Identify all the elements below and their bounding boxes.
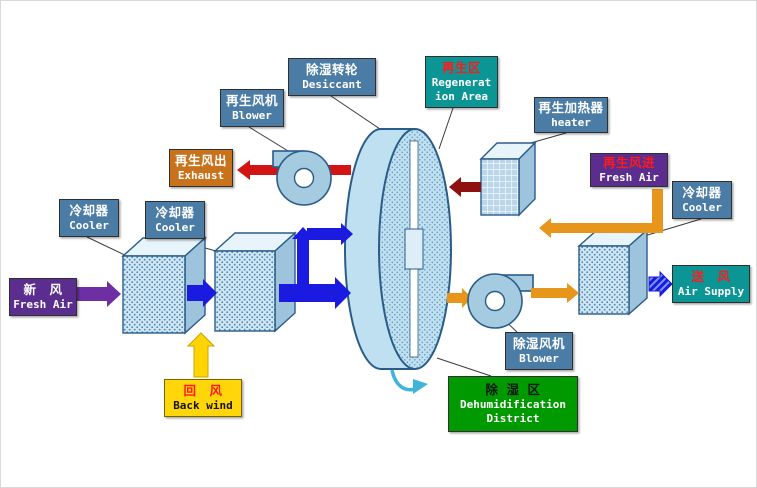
label-back-wind-en: Back wind (173, 398, 233, 412)
back-wind-arrow (186, 332, 216, 378)
label-regen-heater: 再生加热器 heater (534, 97, 608, 133)
label-dehum-blower-en: Blower (519, 351, 559, 365)
label-fresh-air-zh: 新 风 (23, 282, 63, 297)
label-dehum-district: 除 湿 区 Dehumidification District (448, 376, 578, 432)
label-dehum-blower-zh: 除湿风机 (512, 336, 565, 351)
fresh-air-arrow (77, 281, 121, 307)
label-regen-air-in-zh: 再生风进 (602, 155, 655, 170)
cooler-unit-middle (213, 231, 297, 333)
label-regen-blower-zh: 再生风机 (225, 93, 278, 108)
label-regen-air-out-en: Exhaust (177, 168, 225, 182)
desiccant-wheel (344, 128, 452, 370)
label-cooler-right: 冷却器 Cooler (672, 181, 732, 219)
process-air-arrows (187, 223, 353, 309)
dehum-blower-unit (467, 273, 534, 329)
label-cooler-left: 冷却器 Cooler (59, 199, 119, 237)
label-regeneration-area-en: Regeneration Area (431, 76, 492, 103)
label-regeneration-area: 再生区 Regeneration Area (425, 56, 498, 108)
air-supply-arrow (648, 270, 673, 298)
label-cooler-middle: 冷却器 Cooler (145, 201, 205, 239)
regen-fresh-air-arrow (539, 189, 663, 238)
label-cooler-middle-zh: 冷却器 (155, 205, 195, 220)
label-fresh-air: 新 风 Fresh Air (9, 278, 77, 316)
label-desiccant-wheel-en: Desiccant (302, 77, 362, 91)
label-dehum-blower: 除湿风机 Blower (505, 332, 573, 370)
cooler-unit-right (577, 228, 649, 316)
label-desiccant-wheel: 除湿转轮 Desiccant (288, 58, 376, 96)
regen-blower-unit (272, 150, 332, 206)
label-cooler-right-zh: 冷却器 (682, 185, 722, 200)
label-back-wind: 回 风 Back wind (164, 379, 242, 417)
label-cooler-left-en: Cooler (69, 218, 109, 232)
label-regen-blower-en: Blower (232, 108, 272, 122)
label-regen-heater-en: heater (551, 115, 591, 129)
label-fresh-air-en: Fresh Air (13, 297, 73, 311)
label-cooler-right-en: Cooler (682, 200, 722, 214)
label-desiccant-wheel-zh: 除湿转轮 (305, 62, 358, 77)
label-dehum-district-zh: 除 湿 区 (485, 382, 541, 397)
label-back-wind-zh: 回 风 (183, 383, 223, 398)
label-dehum-district-en1: Dehumidification (460, 398, 566, 412)
label-regen-air-in: 再生风进 Fresh Air (590, 153, 668, 187)
cooler-unit-left (121, 236, 207, 335)
heater-unit (479, 141, 537, 217)
label-dehum-district-en2: District (486, 411, 540, 425)
label-air-supply-en: Air Supply (677, 284, 745, 298)
supply-duct-arrow (531, 283, 579, 303)
label-cooler-left-zh: 冷却器 (69, 203, 109, 218)
label-air-supply: 送 风 Air Supply (672, 265, 750, 303)
label-regen-air-in-en: Fresh Air (599, 170, 659, 184)
label-air-supply-zh: 送 风 (691, 269, 731, 284)
label-regen-air-out: 再生风出 Exhaust (169, 149, 233, 187)
label-regen-heater-zh: 再生加热器 (538, 100, 604, 115)
label-regen-blower: 再生风机 Blower (220, 89, 284, 127)
label-regen-air-out-zh: 再生风出 (174, 153, 227, 168)
heated-regen-air-arrow (449, 177, 481, 197)
dry-air-arrow (447, 288, 472, 308)
label-regeneration-area-zh: 再生区 (441, 60, 481, 75)
rotation-arrow-icon (390, 369, 428, 394)
label-cooler-middle-en: Cooler (155, 220, 195, 234)
